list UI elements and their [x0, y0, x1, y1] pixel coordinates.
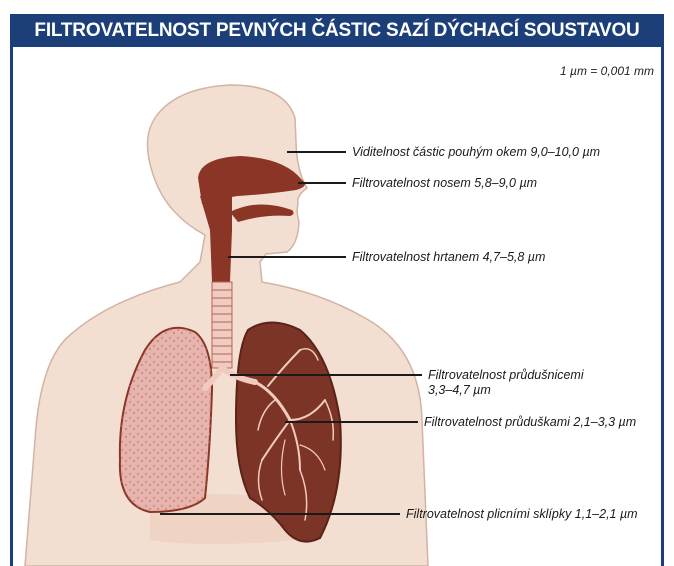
label-eye-visibility: Viditelnost částic pouhým okem 9,0–10,0 … [352, 145, 600, 160]
label-bronchi-filtration: Filtrovatelnost průdušnicemi 3,3–4,7 µm [428, 368, 584, 398]
trachea [212, 282, 232, 368]
label-larynx-filtration: Filtrovatelnost hrtanem 4,7–5,8 µm [352, 250, 545, 265]
label-nose-filtration: Filtrovatelnost nosem 5,8–9,0 µm [352, 176, 537, 191]
label-bronchi-line2: 3,3–4,7 µm [428, 383, 491, 397]
label-bronchi-line1: Filtrovatelnost průdušnicemi [428, 368, 584, 382]
label-bronchioles-filtration: Filtrovatelnost průduškami 2,1–3,3 µm [424, 415, 636, 430]
label-alveoli-filtration: Filtrovatelnost plicními sklípky 1,1–2,1… [406, 507, 638, 522]
